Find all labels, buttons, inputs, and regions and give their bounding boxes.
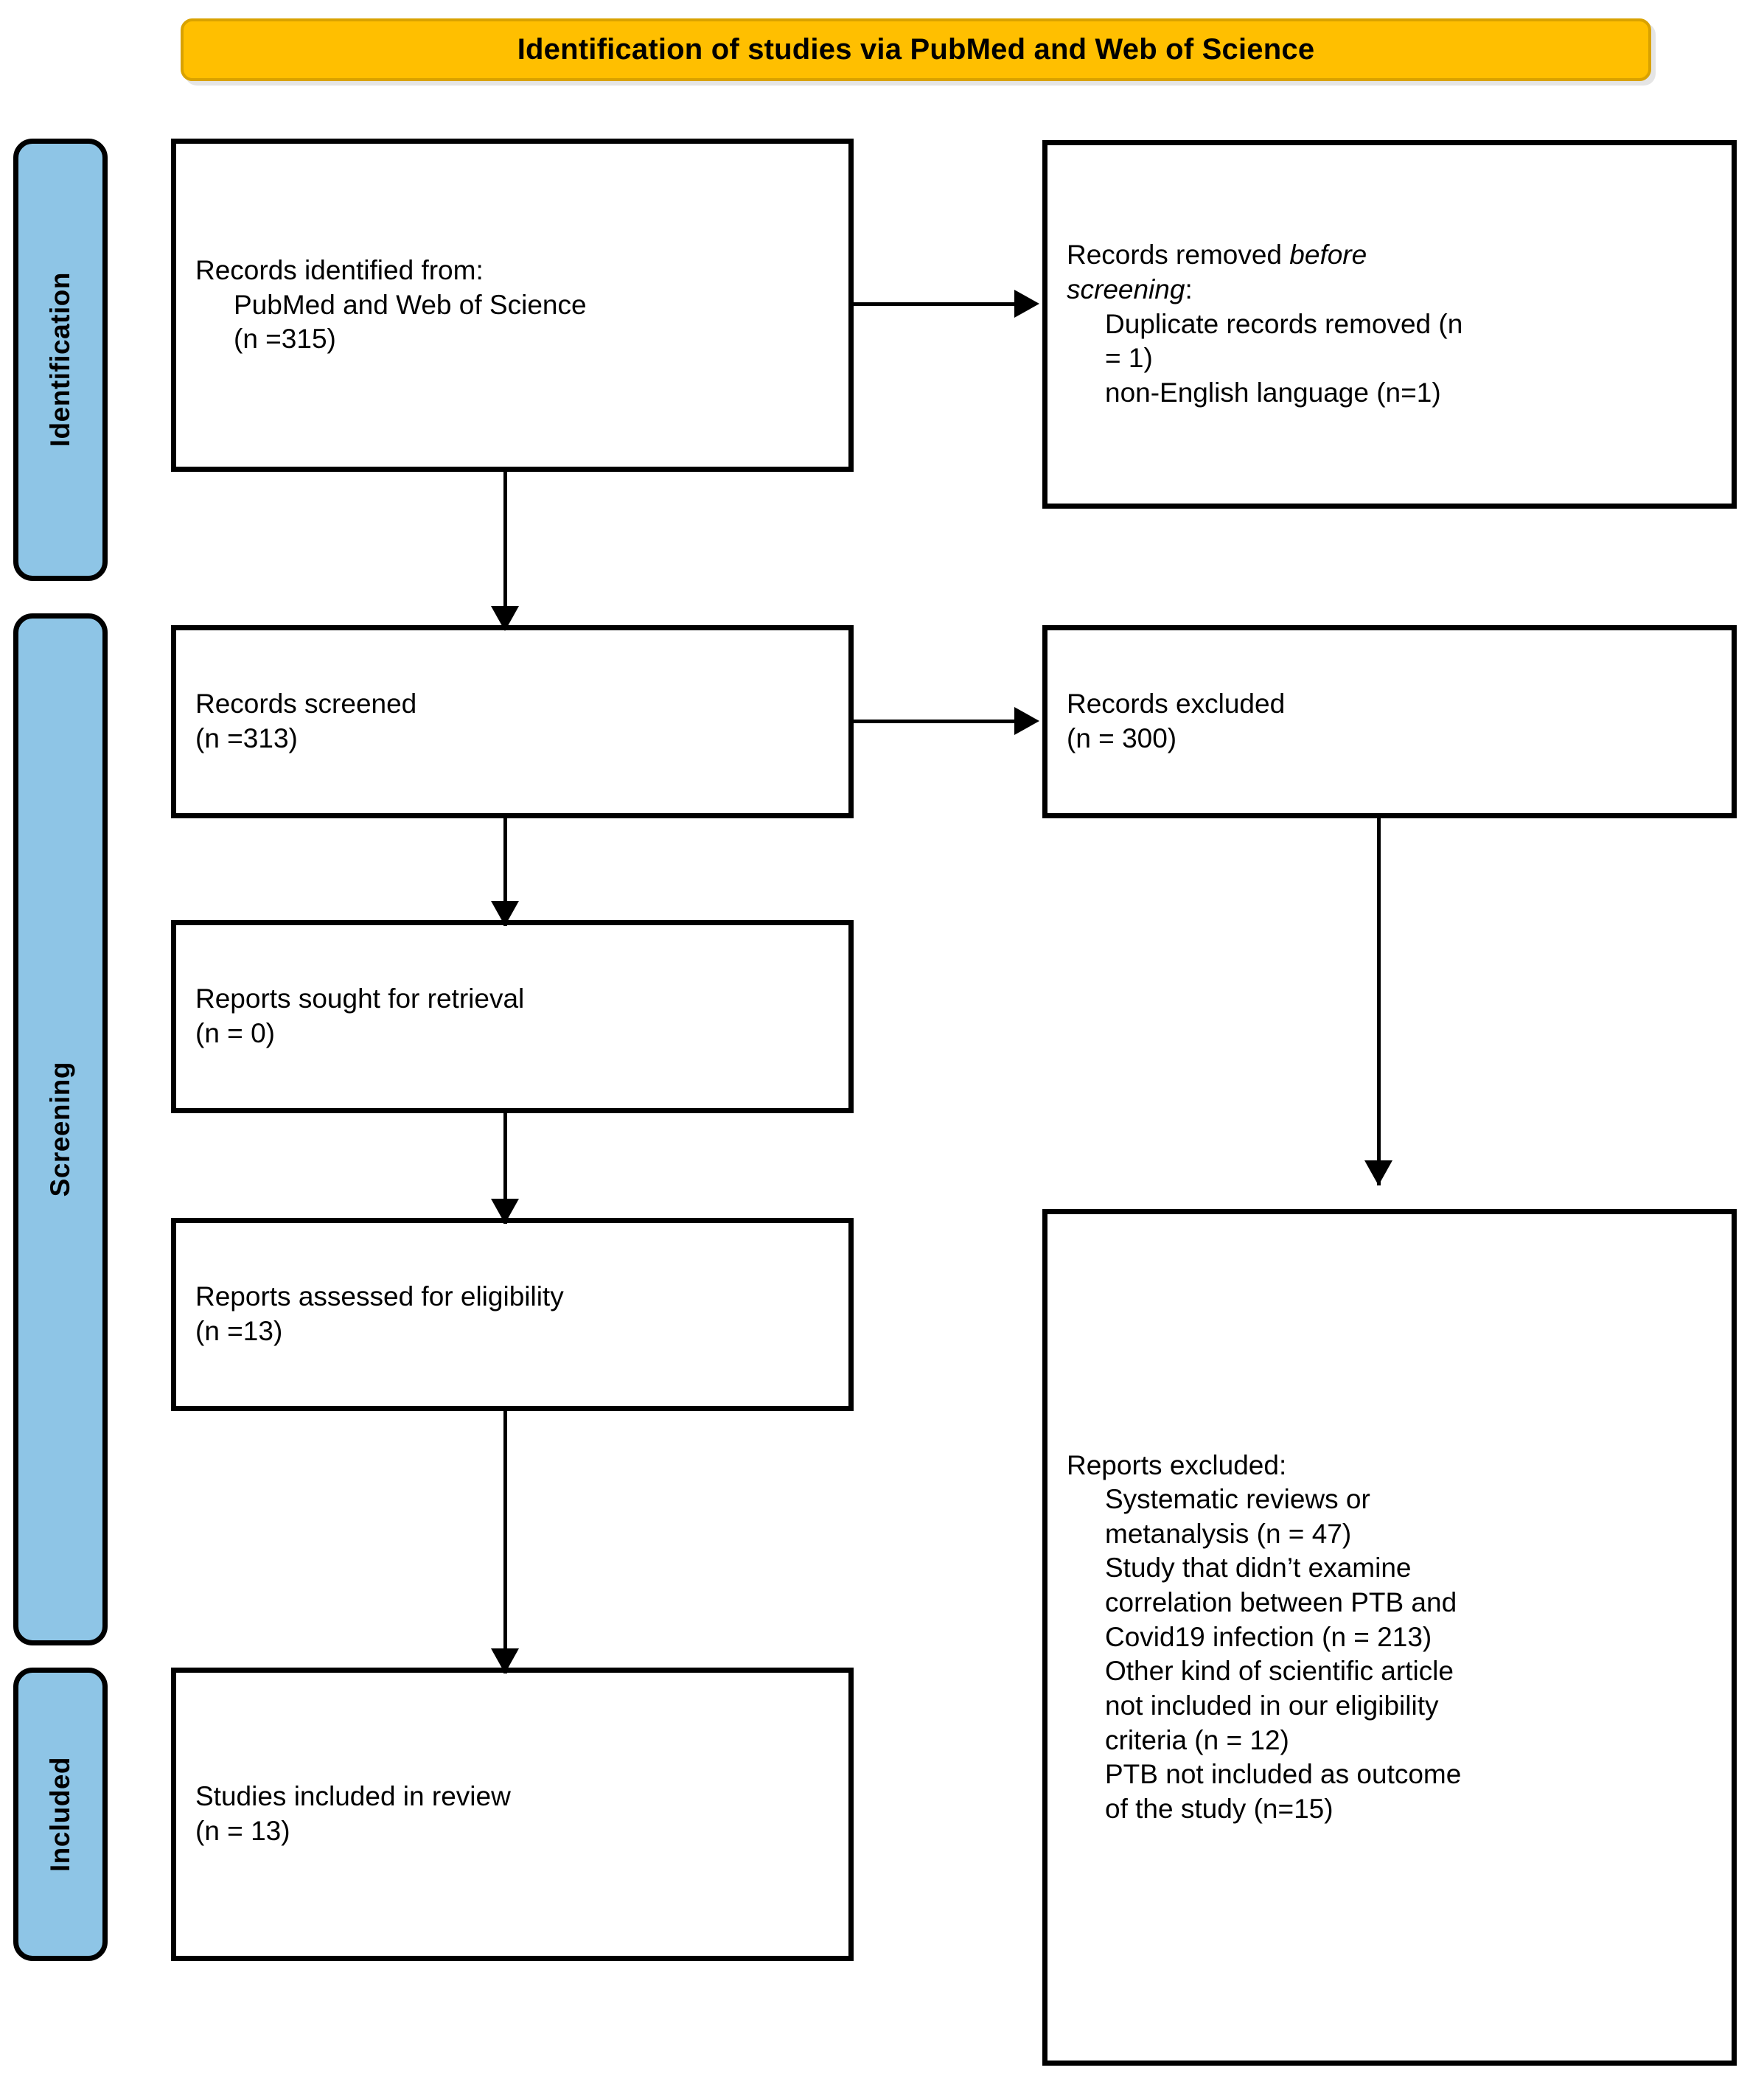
arrow-right-icon-to-removed [1014,290,1039,318]
header-banner: Identification of studies via PubMed and… [181,18,1651,81]
arrow-down-icon-to-assessed [491,1199,519,1224]
studies-included-line-1: Studies included in review [195,1781,511,1812]
records-removed-line-2-suffix: : [1185,274,1193,305]
reports-excluded-line-4: Study that didn’t examine [1105,1553,1412,1584]
records-removed-line-1: Records removed before [1067,238,1712,273]
reports-excluded-line-8: not included in our eligibility [1105,1690,1439,1721]
reports-excluded-line-2: Systematic reviews or [1105,1484,1370,1515]
records-removed-line-1-prefix: Records removed [1067,240,1290,271]
box-records-identified: Records identified from: PubMed and Web … [171,139,854,472]
box-reports-assessed-for-eligibility: Reports assessed for eligibility (n =13) [171,1218,854,1411]
arrow-down-icon-to-sought [491,901,519,926]
connector-assessed-to-included [503,1411,507,1673]
records-excluded-line-1: Records excluded [1067,689,1286,720]
records-removed-line-2-italic: screening [1067,274,1185,305]
box-reports-excluded: Reports excluded: Systematic reviews or … [1042,1209,1737,2066]
stage-label-screening: Screening [13,613,108,1645]
stage-label-identification: Identification [13,139,108,581]
records-removed-line-5: non-English language (n=1) [1105,377,1441,408]
records-removed-line-1-italic: before [1289,240,1367,271]
arrow-down-icon-to-reports-excluded [1364,1160,1392,1185]
reports-excluded-line-3: metanalysis (n = 47) [1105,1518,1352,1549]
connector-screened-to-excluded [854,720,1017,723]
arrow-right-icon-to-excluded [1014,707,1039,735]
studies-included-line-2: (n = 13) [195,1816,290,1846]
connector-sought-to-assessed [503,1113,507,1224]
reports-excluded-line-10: PTB not included as outcome [1105,1759,1462,1790]
reports-assessed-line-1: Reports assessed for eligibility [195,1281,564,1312]
arrow-down-icon-to-screened [491,606,519,631]
box-records-removed-before-screening: Records removed before screening: Duplic… [1042,140,1737,509]
reports-excluded-line-6: Covid19 infection (n = 213) [1105,1621,1432,1652]
connector-excluded-to-reports-excluded [1377,818,1381,1185]
reports-excluded-line-5: correlation between PTB and [1105,1587,1457,1618]
connector-screened-to-sought [503,818,507,926]
box-studies-included-in-review: Studies included in review (n = 13) [171,1668,854,1961]
records-screened-line-2: (n =313) [195,723,298,753]
header-title: Identification of studies via PubMed and… [517,33,1315,66]
stage-label-included: Included [13,1668,108,1961]
reports-excluded-line-7: Other kind of scientific article [1105,1656,1454,1687]
records-excluded-line-2: (n = 300) [1067,723,1177,753]
reports-assessed-line-2: (n =13) [195,1316,283,1346]
arrow-down-icon-to-included [491,1648,519,1673]
records-identified-line-1: Records identified from: [195,255,484,286]
connector-identified-to-screened [503,472,507,630]
box-records-excluded: Records excluded (n = 300) [1042,625,1737,818]
stage-label-screening-text: Screening [45,1062,75,1197]
reports-sought-line-2: (n = 0) [195,1018,275,1048]
reports-sought-line-1: Reports sought for retrieval [195,983,525,1014]
records-screened-line-1: Records screened [195,689,417,720]
records-identified-line-2: PubMed and Web of Science [234,289,587,320]
stage-label-identification-text: Identification [45,272,75,447]
records-removed-line-3: Duplicate records removed (n [1105,308,1463,339]
records-removed-line-2: screening: [1067,273,1712,307]
reports-excluded-line-9: criteria (n = 12) [1105,1724,1289,1755]
stage-label-included-text: Included [45,1756,75,1873]
records-removed-line-4: = 1) [1105,343,1153,374]
reports-excluded-line-1: Reports excluded: [1067,1449,1287,1480]
box-reports-sought-for-retrieval: Reports sought for retrieval (n = 0) [171,920,854,1113]
connector-identified-to-removed [854,302,1017,306]
records-identified-line-3: (n =315) [234,324,336,355]
reports-excluded-line-11: of the study (n=15) [1105,1793,1334,1824]
box-records-screened: Records screened (n =313) [171,625,854,818]
